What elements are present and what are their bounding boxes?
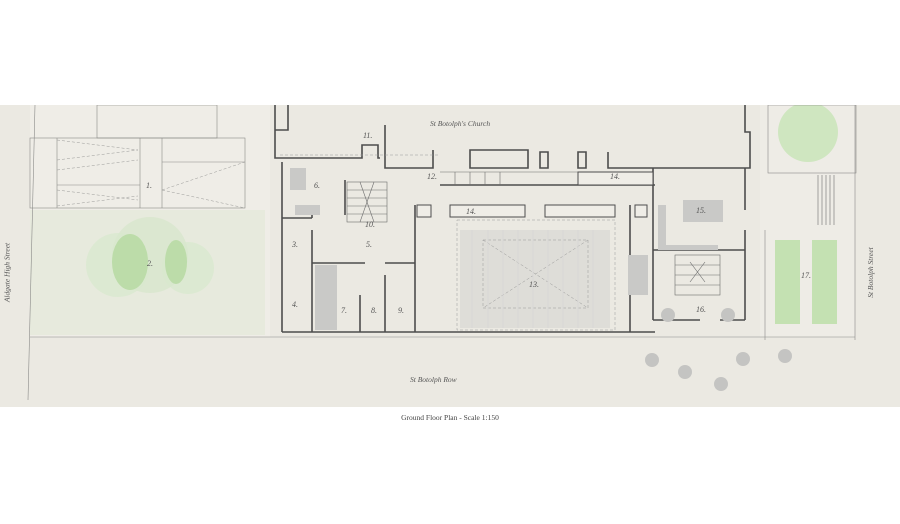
garden-area-2 bbox=[30, 210, 265, 335]
drawing-caption: Ground Floor Plan - Scale 1:150 bbox=[401, 413, 499, 422]
room-label-5: 5. bbox=[366, 240, 372, 249]
room-label-14b: 14. bbox=[610, 172, 620, 181]
room-label-3: 3. bbox=[292, 240, 298, 249]
room-label-11: 11. bbox=[363, 131, 373, 140]
church-label: St Botolph's Church bbox=[430, 119, 491, 128]
room-label-10: 10. bbox=[365, 220, 375, 229]
room-label-16: 16. bbox=[696, 305, 706, 314]
south-street-label: St Botolph Row bbox=[410, 375, 457, 384]
west-street-label: Aldgate High Street bbox=[2, 242, 12, 303]
room-label-14a: 14. bbox=[466, 207, 476, 216]
floor-plan-sheet: St Botolph's Church St Botolph Row Aldga… bbox=[0, 105, 900, 407]
room-label-13: 13. bbox=[529, 280, 539, 289]
room-label-8: 8. bbox=[371, 306, 377, 315]
room-label-15: 15. bbox=[696, 206, 706, 215]
room-label-2: 2. bbox=[147, 259, 153, 268]
auditorium-seating bbox=[460, 230, 610, 328]
room-label-9: 9. bbox=[398, 306, 404, 315]
room-label-1: 1. bbox=[146, 181, 152, 190]
cafe-tables bbox=[645, 308, 792, 391]
room-label-12: 12. bbox=[427, 172, 437, 181]
room-label-17: 17. bbox=[801, 271, 811, 280]
room-label-7: 7. bbox=[341, 306, 347, 315]
floor-plan-drawing bbox=[0, 105, 900, 407]
room-label-4: 4. bbox=[292, 300, 298, 309]
room-label-6: 6. bbox=[314, 181, 320, 190]
east-street-label: St Botolph Street bbox=[866, 247, 875, 298]
